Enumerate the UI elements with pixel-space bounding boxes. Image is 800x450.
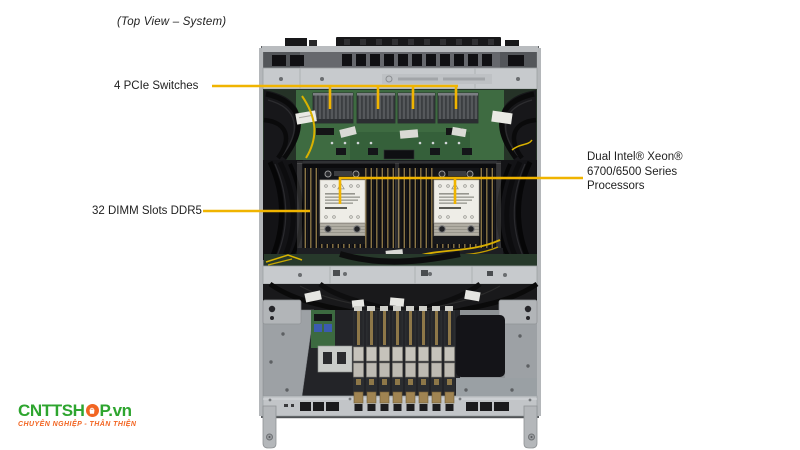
logo-text-suffix: P.vn [99, 401, 133, 420]
top-edge-io [262, 37, 538, 68]
figure-title: (Top View – System) [117, 16, 227, 28]
cnttshop-logo: CNTTSH P.vn CHUYÊN NGHIỆP - THÂN THIỆN [18, 402, 136, 428]
callout-line-pcie-switches [212, 84, 458, 109]
pcie-switch-heatsinks [312, 92, 479, 124]
callout-line-processors [338, 176, 583, 204]
cpu-heatsink-left [319, 167, 366, 245]
logo-tagline: CHUYÊN NGHIỆP - THÂN THIỆN [18, 421, 137, 428]
bottom-right-cover [456, 315, 505, 377]
bottom-left-pcb [311, 310, 353, 373]
processors-label-line1: Dual Intel® Xeon® [587, 151, 683, 163]
cable-bundle-right [496, 160, 537, 260]
callout-label-processors: Dual Intel® Xeon® 6700/6500 Series Proce… [587, 150, 717, 194]
mid-pcb-strip [264, 251, 537, 266]
logo-text-prefix: CNTTSH [18, 401, 85, 420]
processors-label-line2: 6700/6500 Series [587, 165, 678, 178]
callout-lines [203, 84, 583, 213]
upper-pcb [263, 89, 537, 163]
cpu-heatsink-right [433, 167, 480, 245]
mounting-ears [262, 405, 538, 449]
shopping-bag-icon [85, 404, 99, 417]
lower-crossbar [262, 265, 538, 285]
callout-label-dimm-slots: 32 DIMM Slots DDR5 [92, 205, 202, 217]
cable-bundle-upper-left [263, 90, 317, 160]
callout-label-pcie-switches: 4 PCIe Switches [114, 80, 199, 92]
cable-bundle-upper-right [491, 90, 537, 160]
processors-label-line3: Processors [587, 180, 645, 192]
